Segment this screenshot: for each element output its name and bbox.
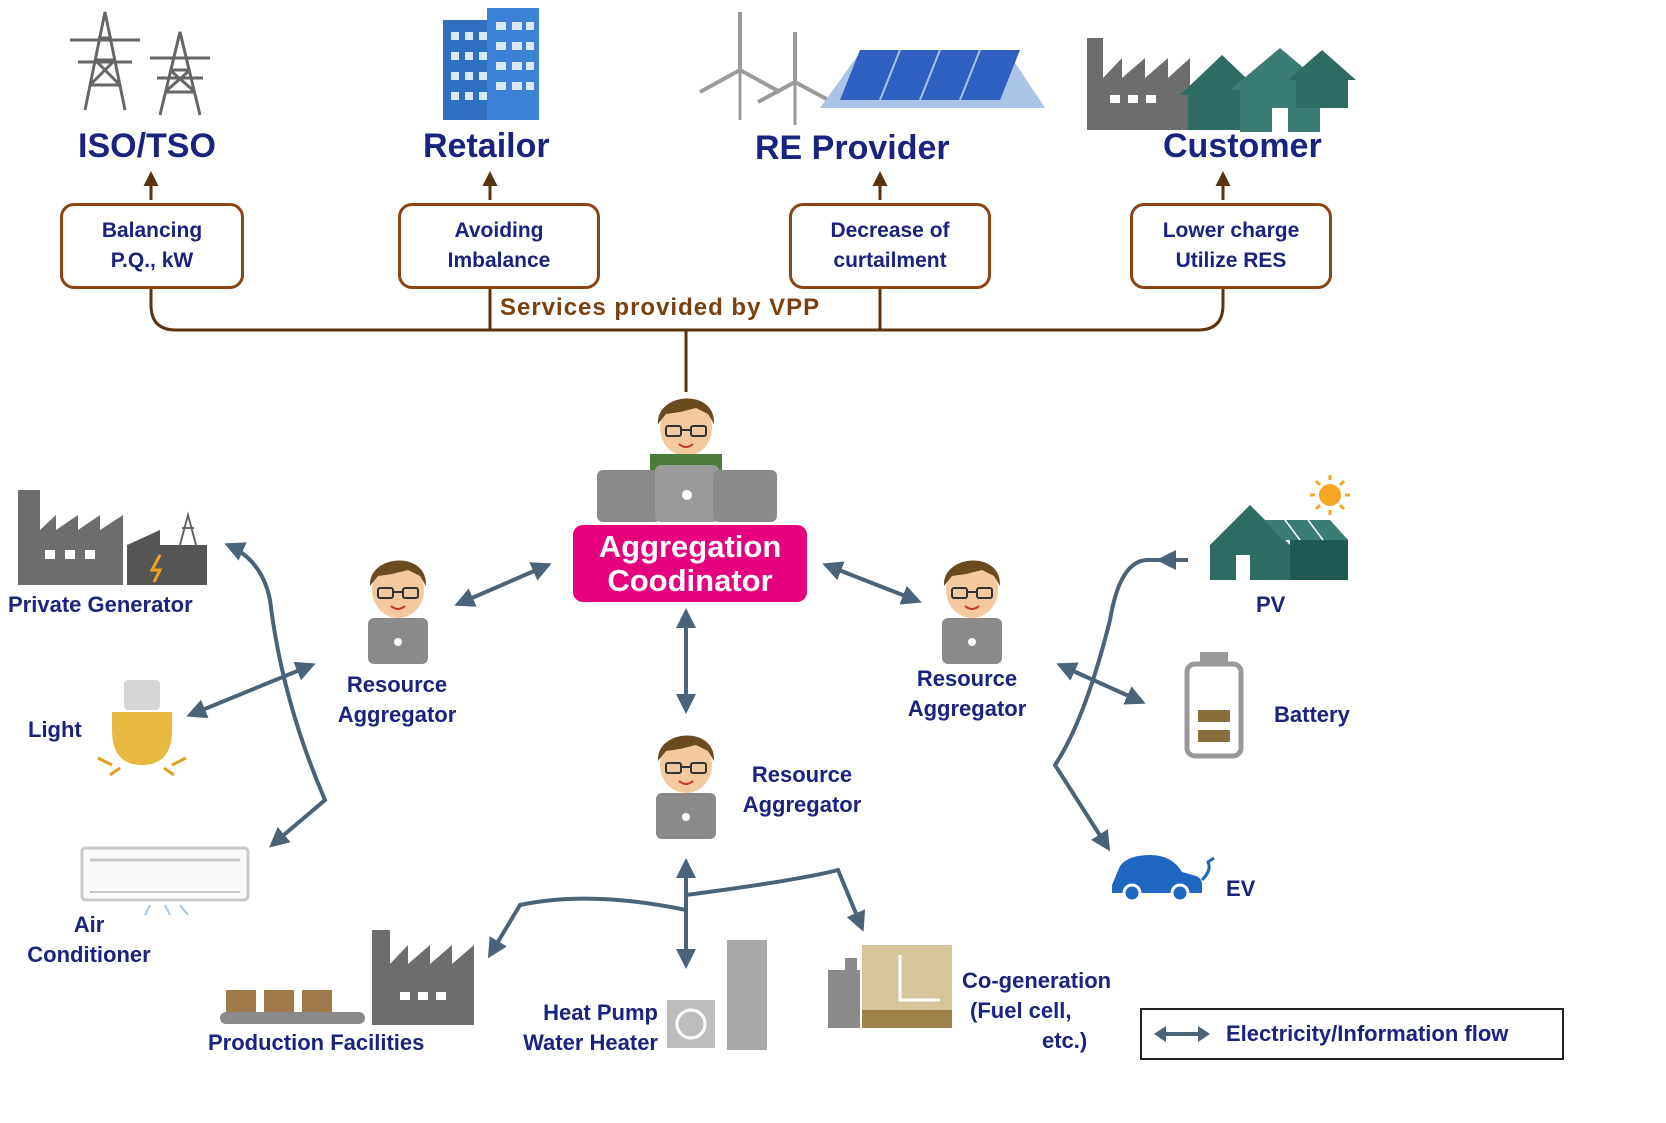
battery-label: Battery	[1274, 702, 1350, 727]
stakeholder-title-iso-tso: ISO/TSO	[78, 127, 216, 165]
service-line: Balancing	[101, 219, 203, 242]
service-line: Lower charge	[1162, 219, 1300, 242]
light-label: Light	[28, 717, 82, 742]
service-box-iso-tso: Balancing P.Q., kW	[60, 203, 244, 289]
service-line: curtailment	[833, 249, 947, 272]
factory-houses-icon	[1087, 38, 1356, 132]
legend: Electricity/Information flow	[1140, 1008, 1564, 1060]
aggregator-center-laptop-icon	[656, 793, 716, 839]
stakeholder-title-customer: Customer	[1163, 127, 1322, 165]
stakeholder-title-re-provider: RE Provider	[755, 129, 950, 167]
service-line: Decrease of	[830, 219, 950, 242]
service-line: Avoiding	[454, 219, 544, 242]
services-tree	[143, 171, 1231, 392]
wind-turbine-icon	[699, 12, 833, 125]
label-line: Resource	[751, 762, 853, 787]
aggregation-coordinator-box: Aggregation Coodinator	[573, 525, 807, 602]
building-icon	[443, 8, 539, 120]
pv-label: PV	[1256, 592, 1286, 617]
light-bulb-icon	[97, 680, 187, 777]
ev-label: EV	[1226, 876, 1256, 901]
ev-car-icon	[1112, 855, 1215, 903]
coordinator-line: Aggregation	[598, 528, 782, 564]
production-facilities-icon	[220, 930, 474, 1025]
cogeneration-icon	[828, 945, 952, 1028]
battery-icon	[1184, 652, 1244, 759]
label-line: Water Heater	[523, 1030, 658, 1055]
air-conditioner-icon	[80, 846, 250, 916]
service-box-customer: Lower charge Utilize RES	[1130, 203, 1332, 289]
label-line: Co-generation	[962, 968, 1112, 993]
cogeneration-label: Co-generation (Fuel cell, etc.)	[962, 966, 1142, 1056]
label-line: Air	[73, 912, 105, 937]
coordinator-laptops-icon	[597, 465, 777, 522]
service-line: P.Q., kW	[110, 249, 194, 272]
aggregator-left-laptop-icon	[368, 618, 428, 664]
aggregator-right-label: Resource Aggregator	[892, 664, 1042, 724]
label-line: etc.)	[1042, 1028, 1088, 1053]
service-line: Utilize RES	[1175, 249, 1287, 272]
aggregator-right-icon	[942, 559, 1002, 619]
label-line: Resource	[916, 666, 1018, 691]
service-line: Imbalance	[447, 249, 551, 272]
transmission-tower-icon	[70, 11, 210, 116]
legend-label: Electricity/Information flow	[1226, 1021, 1509, 1046]
label-line: (Fuel cell,	[970, 998, 1072, 1023]
air-conditioner-label: Air Conditioner	[14, 910, 164, 970]
heat-pump-icon	[667, 940, 767, 1050]
aggregator-left-label: Resource Aggregator	[322, 670, 472, 730]
coordinator-line: Coodinator	[607, 562, 773, 598]
label-line: Aggregator	[907, 696, 1027, 721]
aggregator-right-laptop-icon	[942, 618, 1002, 664]
label-line: Heat Pump	[543, 1000, 658, 1025]
solar-panel-icon	[820, 49, 1045, 108]
service-box-retailor: Avoiding Imbalance	[398, 203, 600, 289]
heat-pump-label: Heat Pump Water Heater	[498, 998, 658, 1058]
aggregator-center-icon	[656, 734, 716, 794]
pv-house-icon	[1210, 475, 1350, 580]
stakeholder-title-retailor: Retailor	[423, 127, 550, 165]
private-generator-label: Private Generator	[8, 592, 193, 617]
label-line: Aggregator	[337, 702, 457, 727]
services-label: Services provided by VPP	[500, 294, 821, 321]
aggregator-left-icon	[368, 559, 428, 619]
double-arrow-icon	[1154, 1026, 1210, 1042]
aggregator-center-label: Resource Aggregator	[727, 760, 877, 820]
label-line: Resource	[346, 672, 448, 697]
production-facilities-label: Production Facilities	[208, 1030, 425, 1055]
label-line: Aggregator	[742, 792, 862, 817]
flow-arrows	[186, 542, 1188, 969]
private-generator-icon	[18, 490, 207, 585]
service-box-re-provider: Decrease of curtailment	[789, 203, 991, 289]
label-line: Conditioner	[27, 942, 151, 967]
